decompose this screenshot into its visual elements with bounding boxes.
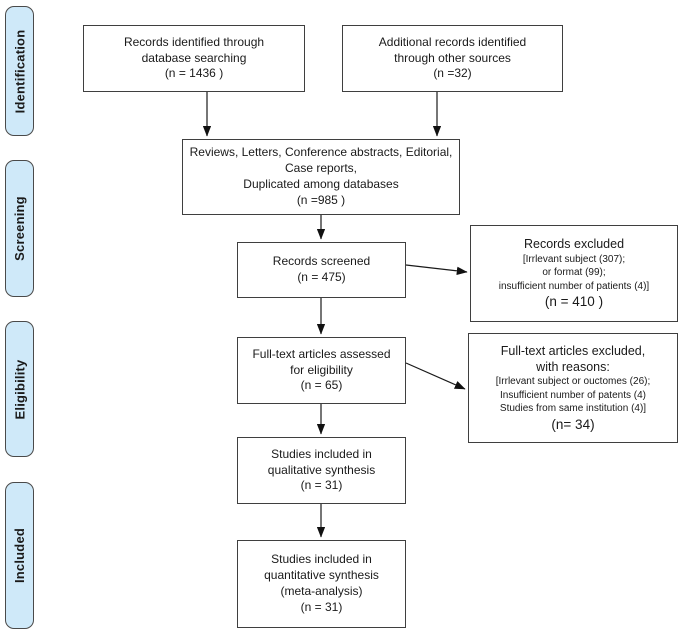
- box-count: (n = 65): [300, 378, 343, 393]
- box-records-identified: Records identified through database sear…: [83, 25, 305, 92]
- stage-label-text: Eligibility: [12, 359, 28, 419]
- box-fulltext-excluded: Full-text articles excluded, with reason…: [468, 333, 678, 443]
- stage-label-eligibility: Eligibility: [5, 321, 34, 457]
- box-line: (meta-analysis): [280, 584, 363, 598]
- box-count: (n = 475): [297, 270, 346, 284]
- box-line: Records screened: [272, 254, 371, 269]
- box-detail: insufficient number of patients (4)]: [498, 280, 650, 292]
- box-line: quantitative synthesis: [264, 568, 379, 583]
- box-count: (n = 31): [300, 478, 343, 493]
- box-heading: Records excluded: [523, 237, 625, 252]
- box-detail: [Irrlevant subject (307);: [522, 253, 626, 265]
- box-line: Records identified through: [123, 34, 265, 49]
- box-quantitative-synthesis: Studies included in quantitative synthes…: [237, 540, 406, 628]
- box-line: Duplicated among databases: [243, 177, 399, 191]
- stage-label-text: Identification: [12, 29, 28, 113]
- stage-label-text: Included: [12, 527, 27, 584]
- arrow-screened-to-excluded: [405, 264, 468, 276]
- box-additional-records: Additional records identified through ot…: [342, 25, 563, 92]
- box-count: (n = 1436 ): [164, 66, 224, 81]
- box-line: database searching: [141, 50, 247, 65]
- box-count: (n =32): [433, 66, 472, 81]
- box-count: (n = 31): [300, 599, 343, 614]
- box-line: Case reports,: [284, 161, 358, 176]
- box-qualitative-synthesis: Studies included in qualitative synthesi…: [237, 437, 406, 504]
- box-initial-exclusions: Reviews, Letters, Conference abstracts, …: [182, 139, 460, 215]
- box-line: qualitative synthesis: [267, 462, 376, 477]
- arrow-fulltext-to-excluded: [405, 362, 466, 390]
- box-heading: Full-text articles excluded,: [500, 343, 646, 358]
- stage-label-text: Screening: [12, 196, 27, 261]
- box-line: Studies included in: [271, 552, 372, 567]
- box-fulltext-assessed: Full-text articles assessed for eligibil…: [237, 337, 406, 404]
- box-records-excluded: Records excluded [Irrlevant subject (307…: [470, 225, 678, 322]
- box-line: for eligibility: [290, 362, 353, 377]
- box-detail: Studies from same institution (4)]: [499, 403, 647, 415]
- box-detail: or format (99);: [542, 267, 606, 279]
- box-heading: with reasons:: [536, 359, 610, 374]
- box-detail: Insufficient number of patents (4): [499, 389, 646, 401]
- box-count: (n =985 ): [296, 192, 346, 207]
- box-line: Reviews, Letters, Conference abstracts, …: [189, 145, 453, 160]
- stage-label-screening: Screening: [5, 160, 34, 297]
- box-count: (n= 34): [551, 416, 595, 432]
- box-line: Additional records identified: [378, 34, 527, 49]
- box-line: Full-text articles assessed: [252, 346, 391, 361]
- stage-label-identification: Identification: [5, 6, 34, 136]
- box-records-screened: Records screened (n = 475): [237, 242, 406, 298]
- box-detail: [Irrlevant subject or ouctomes (26);: [495, 376, 651, 388]
- box-count: (n = 410 ): [544, 294, 604, 310]
- stage-label-included: Included: [5, 482, 34, 629]
- box-line: through other sources: [394, 50, 511, 65]
- box-line: Studies included in: [271, 446, 372, 461]
